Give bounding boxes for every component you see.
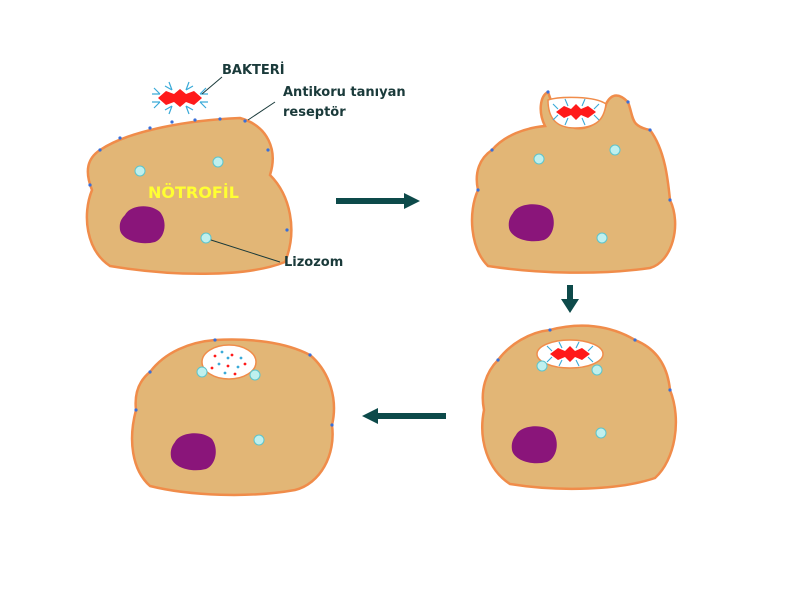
lysosome bbox=[196, 366, 208, 378]
nucleus bbox=[170, 433, 216, 471]
receptor-dots bbox=[476, 90, 672, 202]
label-receptor-line2: reseptör bbox=[283, 105, 346, 120]
receptor-pointer bbox=[247, 101, 276, 121]
lysosome bbox=[596, 232, 608, 244]
bacterium bbox=[152, 81, 208, 115]
cell-stage-4 bbox=[130, 338, 336, 497]
lysosome bbox=[253, 434, 265, 446]
arrow-right bbox=[336, 193, 420, 209]
label-bacteria: BAKTERİ bbox=[222, 62, 285, 78]
label-lysosome: Lizozom bbox=[284, 255, 343, 270]
lysosome bbox=[595, 427, 607, 439]
lysosome-pointer bbox=[210, 239, 281, 263]
cell-stage-2 bbox=[470, 90, 677, 274]
lysosome bbox=[591, 364, 603, 376]
lysosomes bbox=[134, 156, 224, 244]
receptor-dots bbox=[496, 328, 672, 392]
bacterium bbox=[546, 341, 594, 367]
lysosome bbox=[536, 360, 548, 372]
lysosome bbox=[609, 144, 621, 156]
bacteria-fragments bbox=[210, 350, 247, 376]
nucleus bbox=[511, 426, 557, 464]
cell-stage-1: BAKTERİ Antikoru tanıyan reseptör NÖTROF… bbox=[85, 62, 406, 275]
label-receptor-line1: Antikoru tanıyan bbox=[283, 85, 406, 100]
cell-stage-3 bbox=[481, 324, 678, 491]
nucleus bbox=[508, 204, 554, 242]
receptor-dots bbox=[88, 117, 289, 232]
lysosomes bbox=[196, 366, 265, 446]
bacterium bbox=[552, 98, 600, 126]
lysosome bbox=[134, 165, 146, 177]
digestion-vacuole bbox=[201, 344, 257, 380]
bacteria-pointer bbox=[201, 76, 223, 95]
lysosome bbox=[249, 369, 261, 381]
lysosomes bbox=[533, 144, 621, 244]
lysosome bbox=[533, 153, 545, 165]
label-cell: NÖTROFİL bbox=[148, 183, 239, 202]
arrow-left bbox=[362, 408, 446, 424]
lysosomes bbox=[536, 360, 607, 439]
lysosome bbox=[200, 232, 212, 244]
receptor-dots bbox=[134, 338, 334, 427]
nucleus bbox=[119, 206, 165, 244]
lysosome bbox=[212, 156, 224, 168]
arrow-down bbox=[561, 285, 579, 313]
